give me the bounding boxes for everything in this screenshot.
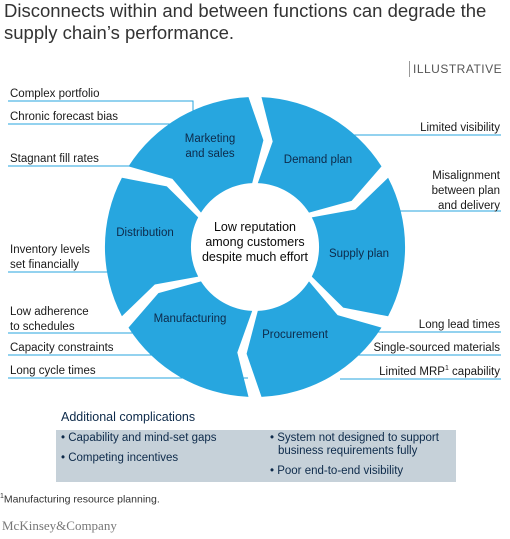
left-issue-label: Capacity constraints <box>10 342 114 354</box>
complications-title: Additional complications <box>61 410 196 424</box>
right-issue-label: Limited visibility <box>420 122 500 134</box>
supply-plan-segment <box>311 177 406 317</box>
left-issue-label: Chronic forecast bias <box>10 111 118 123</box>
procurement-segment <box>246 281 382 397</box>
distribution-segment <box>104 177 199 317</box>
right-issue-label: Single-sourced materials <box>373 342 500 354</box>
left-issue-label: Long cycle times <box>10 365 96 377</box>
center-text-line: among customers <box>205 235 304 249</box>
segment-label-supply-plan: Supply plan <box>329 248 389 260</box>
mckinsey-logo: McKinsey&Company <box>2 518 117 533</box>
left-issue-label: Stagnant fill rates <box>10 153 99 165</box>
center-text-line: despite much effort <box>202 250 309 264</box>
complication-item: • Competing incentives <box>61 452 179 464</box>
center-text-line: Low reputation <box>214 220 296 234</box>
complication-item: • Poor end-to-end visibility <box>270 465 404 477</box>
left-issue-label: Complex portfolio <box>10 88 99 100</box>
demand-plan-segment <box>257 97 382 213</box>
segment-label-procurement: Procurement <box>262 329 329 341</box>
complication-item: • Capability and mind-set gaps <box>61 432 217 444</box>
right-issue-label: Limited MRP1 capability <box>379 365 500 378</box>
manufacturing-segment <box>128 281 253 397</box>
marketing-and-sales-segment <box>128 97 264 213</box>
footnote: 1Manufacturing resource planning. <box>0 493 160 506</box>
segment-label-demand-plan: Demand plan <box>284 154 352 166</box>
page-title: Disconnects within and between functions… <box>4 0 487 43</box>
right-issue-label: Long lead times <box>419 319 500 331</box>
leader-line <box>8 100 194 112</box>
illustrative-tag: ILLUSTRATIVE <box>409 61 505 77</box>
complication-item: • System not designed to support <box>270 432 439 444</box>
complications-box <box>56 430 456 482</box>
segment-label-distribution: Distribution <box>116 227 174 239</box>
complication-item-cont: business requirements fully <box>278 445 418 457</box>
segment-label-manufacturing: Manufacturing <box>154 313 227 325</box>
